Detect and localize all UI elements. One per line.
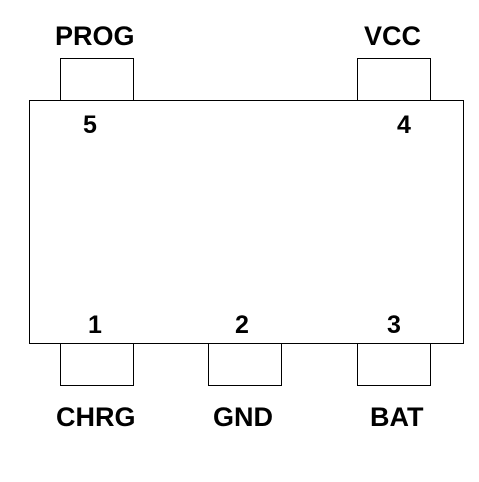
pin-3-name: BAT [370,402,424,432]
package-body [29,100,464,344]
pin-2-name: GND [213,402,273,432]
pin-2-pad [208,343,282,386]
pin-2-number: 2 [235,311,249,339]
pin-3-pad [357,343,431,386]
pin-4-pad [357,58,431,101]
pin-4-name: VCC [364,21,422,51]
pin-5-name: PROG [55,21,135,51]
pin-5-number: 5 [83,111,97,139]
pin-5-pad [60,58,134,101]
pin-1-name: CHRG [56,402,136,432]
pin-3-number: 3 [387,311,401,339]
pin-1-number: 1 [88,311,102,339]
pin-1-pad [60,343,134,386]
pin-4-number: 4 [397,111,411,139]
